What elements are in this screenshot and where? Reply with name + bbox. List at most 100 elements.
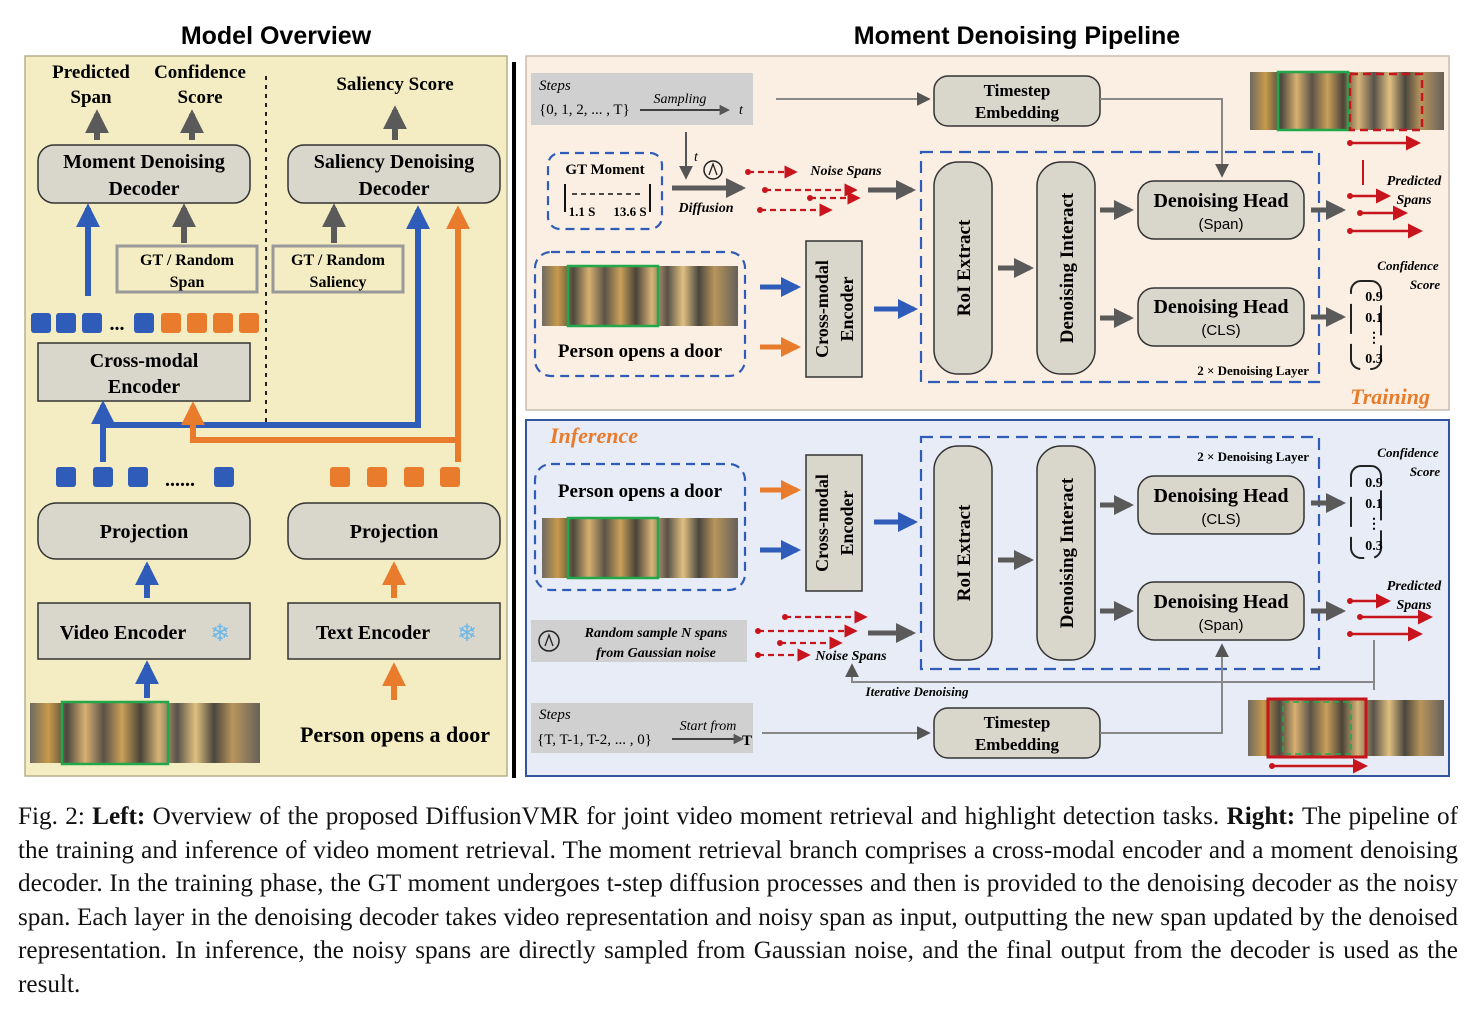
video-frames-thumbnail	[542, 266, 738, 326]
denoising-interact-inference	[1036, 445, 1096, 661]
svg-text:Moment Denoising: Moment Denoising	[63, 151, 225, 173]
svg-text:Decoder: Decoder	[358, 178, 429, 200]
svg-text:⋮: ⋮	[1367, 517, 1381, 532]
svg-text:Cross-modal: Cross-modal	[90, 350, 199, 372]
svg-text:RoI Extract: RoI Extract	[954, 219, 975, 316]
denoising-head-span-inference	[1137, 581, 1305, 641]
svg-text:GT / Random: GT / Random	[140, 252, 235, 269]
svg-text:Score: Score	[1410, 277, 1441, 292]
svg-text:...: ...	[110, 313, 125, 335]
svg-text:2 × Denoising Layer: 2 × Denoising Layer	[1197, 363, 1309, 378]
svg-text:13.6 S: 13.6 S	[613, 204, 646, 219]
right-panel-title: Moment Denoising Pipeline	[854, 22, 1181, 50]
svg-text:Spans: Spans	[1396, 598, 1432, 613]
svg-text:(Span): (Span)	[1198, 216, 1243, 233]
svg-text:Cross-modal: Cross-modal	[812, 260, 832, 358]
gt-random-saliency-box	[271, 244, 405, 294]
svg-text:from Gaussian noise: from Gaussian noise	[596, 646, 716, 661]
svg-text:0.1: 0.1	[1365, 497, 1383, 512]
saliency-denoising-decoder	[287, 144, 501, 204]
predicted-spans-inference	[1347, 593, 1433, 642]
caption-fig-label: Fig. 2:	[18, 803, 85, 830]
video-frames-thumbnail	[30, 703, 260, 763]
training-panel: Steps {0, 1, 2, ... , T} Sampling t Time…	[525, 55, 1450, 411]
video-feature-route	[100, 205, 430, 462]
confidence-scores-inference	[1350, 465, 1382, 559]
caption-left-text: Overview of the proposed DiffusionVMR fo…	[152, 803, 1220, 830]
frozen-snowflake-icon: ❄	[210, 621, 230, 647]
svg-text:Predicted: Predicted	[1387, 174, 1442, 189]
roi-extract-training	[933, 161, 993, 375]
svg-text:2 × Denoising Layer: 2 × Denoising Layer	[1197, 449, 1309, 464]
svg-text:Denoising Head: Denoising Head	[1153, 591, 1288, 613]
svg-text:Spans: Spans	[1396, 193, 1432, 208]
timestep-embedding-training	[933, 75, 1101, 127]
svg-text:Denoising Interact: Denoising Interact	[1057, 477, 1078, 628]
svg-text:Score: Score	[1410, 464, 1441, 479]
svg-text:Saliency: Saliency	[310, 274, 367, 291]
training-label: Training	[1350, 384, 1430, 409]
noise-spans-inference	[755, 610, 868, 662]
svg-text:{T, T-1, T-2, ... , 0}: {T, T-1, T-2, ... , 0}	[537, 732, 652, 748]
figure-caption: Fig. 2: Left: Overview of the proposed D…	[18, 800, 1458, 1001]
svg-text:Score: Score	[177, 87, 222, 108]
svg-text:0.1: 0.1	[1365, 311, 1383, 326]
inference-steps-box	[531, 703, 753, 753]
random-sample-box	[531, 620, 747, 662]
frozen-snowflake-icon: ❄	[457, 621, 477, 647]
svg-text:(CLS): (CLS)	[1201, 322, 1240, 339]
denoising-head-cls-training	[1137, 287, 1305, 347]
svg-text:Cross-modal: Cross-modal	[812, 474, 832, 572]
cross-modal-encoder-training	[805, 240, 863, 378]
denoising-head-span-training	[1137, 180, 1305, 240]
moment-denoising-decoder	[37, 144, 251, 204]
svg-text:t: t	[694, 150, 699, 165]
svg-text:Start from: Start from	[680, 719, 737, 734]
svg-text:(CLS): (CLS)	[1201, 511, 1240, 528]
gt-random-span-box	[115, 244, 259, 294]
projection-text	[287, 502, 501, 560]
svg-text:Denoising Head: Denoising Head	[1153, 190, 1288, 212]
svg-text:Encoder: Encoder	[108, 376, 180, 398]
roi-extract-inference	[933, 445, 993, 661]
svg-text:Predicted: Predicted	[1387, 579, 1442, 594]
svg-text:0.3: 0.3	[1365, 352, 1383, 367]
svg-text:Denoising Head: Denoising Head	[1153, 485, 1288, 507]
cross-modal-encoder-inference	[805, 454, 863, 592]
svg-text:......: ......	[165, 469, 195, 491]
svg-text:0.9: 0.9	[1365, 290, 1383, 305]
svg-text:Decoder: Decoder	[108, 178, 179, 200]
video-frames-thumbnail	[542, 518, 738, 578]
svg-text:GT Moment: GT Moment	[565, 162, 644, 178]
caption-right-text: The pipeline of the training and inferen…	[18, 803, 1458, 998]
svg-text:Diffusion: Diffusion	[678, 201, 734, 216]
predicted-span-label: Predicted	[52, 62, 130, 83]
gt-moment-highlight	[60, 700, 170, 766]
svg-text:{0, 1, 2, ... , T}: {0, 1, 2, ... , T}	[539, 102, 630, 118]
svg-text:Noise Spans: Noise Spans	[809, 164, 882, 179]
timestep-to-head-inference	[1100, 643, 1229, 734]
svg-text:Encoder: Encoder	[837, 276, 857, 341]
svg-text:0.9: 0.9	[1365, 476, 1383, 491]
svg-text:Span: Span	[170, 274, 205, 291]
svg-text:T: T	[742, 733, 752, 749]
svg-text:Person opens a door: Person opens a door	[558, 481, 723, 502]
gaussian-noise-icon	[538, 630, 560, 652]
text-feature-row	[330, 467, 460, 487]
svg-text:Encoder: Encoder	[837, 490, 857, 555]
caption-right-label: Right:	[1226, 803, 1296, 830]
noise-spans-training	[745, 165, 861, 217]
svg-text:Embedding: Embedding	[975, 735, 1060, 754]
denoising-head-cls-inference	[1137, 475, 1305, 535]
svg-text:Steps: Steps	[539, 707, 571, 723]
svg-text:⋮: ⋮	[1367, 331, 1381, 346]
svg-text:Timestep: Timestep	[984, 81, 1051, 100]
svg-text:Projection: Projection	[100, 521, 189, 543]
denoising-layer-inference	[919, 435, 1321, 671]
svg-text:Span: Span	[70, 87, 112, 108]
svg-text:Person opens a door: Person opens a door	[558, 341, 723, 362]
denoising-interact-training	[1036, 161, 1096, 375]
timestep-to-head	[1100, 98, 1229, 178]
svg-text:Saliency Denoising: Saliency Denoising	[314, 151, 475, 173]
left-panel-title: Model Overview	[181, 22, 372, 50]
